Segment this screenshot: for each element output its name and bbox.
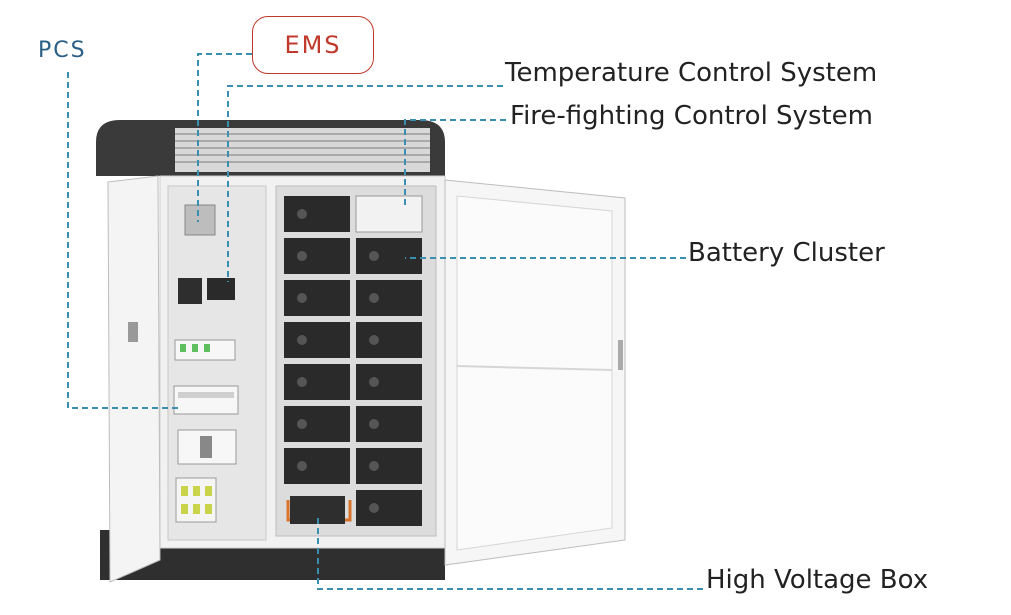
right-door-panel (456, 195, 613, 551)
battery-module-port (369, 419, 379, 429)
hv-leader (317, 518, 703, 590)
battery-module (356, 406, 422, 442)
left-door (107, 175, 161, 583)
battery-module-port (297, 335, 307, 345)
pcs-label: PCS (38, 38, 87, 63)
battery-module (284, 322, 350, 358)
fire-fighting-unit (355, 195, 423, 233)
battery-module (284, 448, 350, 484)
battery-module (284, 196, 350, 232)
battery-module (356, 364, 422, 400)
battery-module-port (369, 377, 379, 387)
right-door-handle (618, 340, 623, 370)
breaker-row-2 (177, 429, 237, 465)
battery-module-port (297, 293, 307, 303)
battery-cluster-label: Battery Cluster (688, 238, 885, 268)
battery-module (356, 490, 422, 526)
pcs-leader (67, 72, 180, 409)
temperature-control-label: Temperature Control System (505, 58, 878, 88)
leader-lines (67, 53, 703, 590)
battery-module-port (297, 251, 307, 261)
terminal-block (175, 477, 217, 523)
right-door-divider (456, 365, 613, 371)
battery-module-port (297, 419, 307, 429)
pcs-unit (173, 385, 239, 415)
ems-label: EMS (252, 16, 374, 74)
left-door-handle (128, 322, 138, 342)
battery-module-port (369, 251, 379, 261)
battery-module (356, 238, 422, 274)
battery-module (356, 322, 422, 358)
battery-module-port (297, 209, 307, 219)
battery-module (356, 280, 422, 316)
breaker-row-1 (174, 339, 236, 361)
fire-fighting-label: Fire-fighting Control System (510, 101, 874, 131)
temperature-leader (227, 85, 503, 282)
battery-module-port (369, 335, 379, 345)
battery-module-port (369, 293, 379, 303)
battery-module (284, 238, 350, 274)
high-voltage-box-label: High Voltage Box (706, 565, 929, 595)
battery-modules (284, 195, 423, 526)
battery-module (284, 280, 350, 316)
meter-unit (178, 278, 202, 304)
battery-module-port (297, 377, 307, 387)
top-vent-grille (175, 128, 430, 172)
fire-leader (404, 119, 506, 208)
battery-module (284, 364, 350, 400)
battery-module-port (369, 461, 379, 471)
battery-module (284, 406, 350, 442)
battery-module (356, 448, 422, 484)
ems-leader (197, 53, 252, 222)
ems-unit (184, 204, 216, 236)
battery-module-port (369, 503, 379, 513)
ems-controller (207, 278, 235, 300)
battery-module-port (297, 461, 307, 471)
